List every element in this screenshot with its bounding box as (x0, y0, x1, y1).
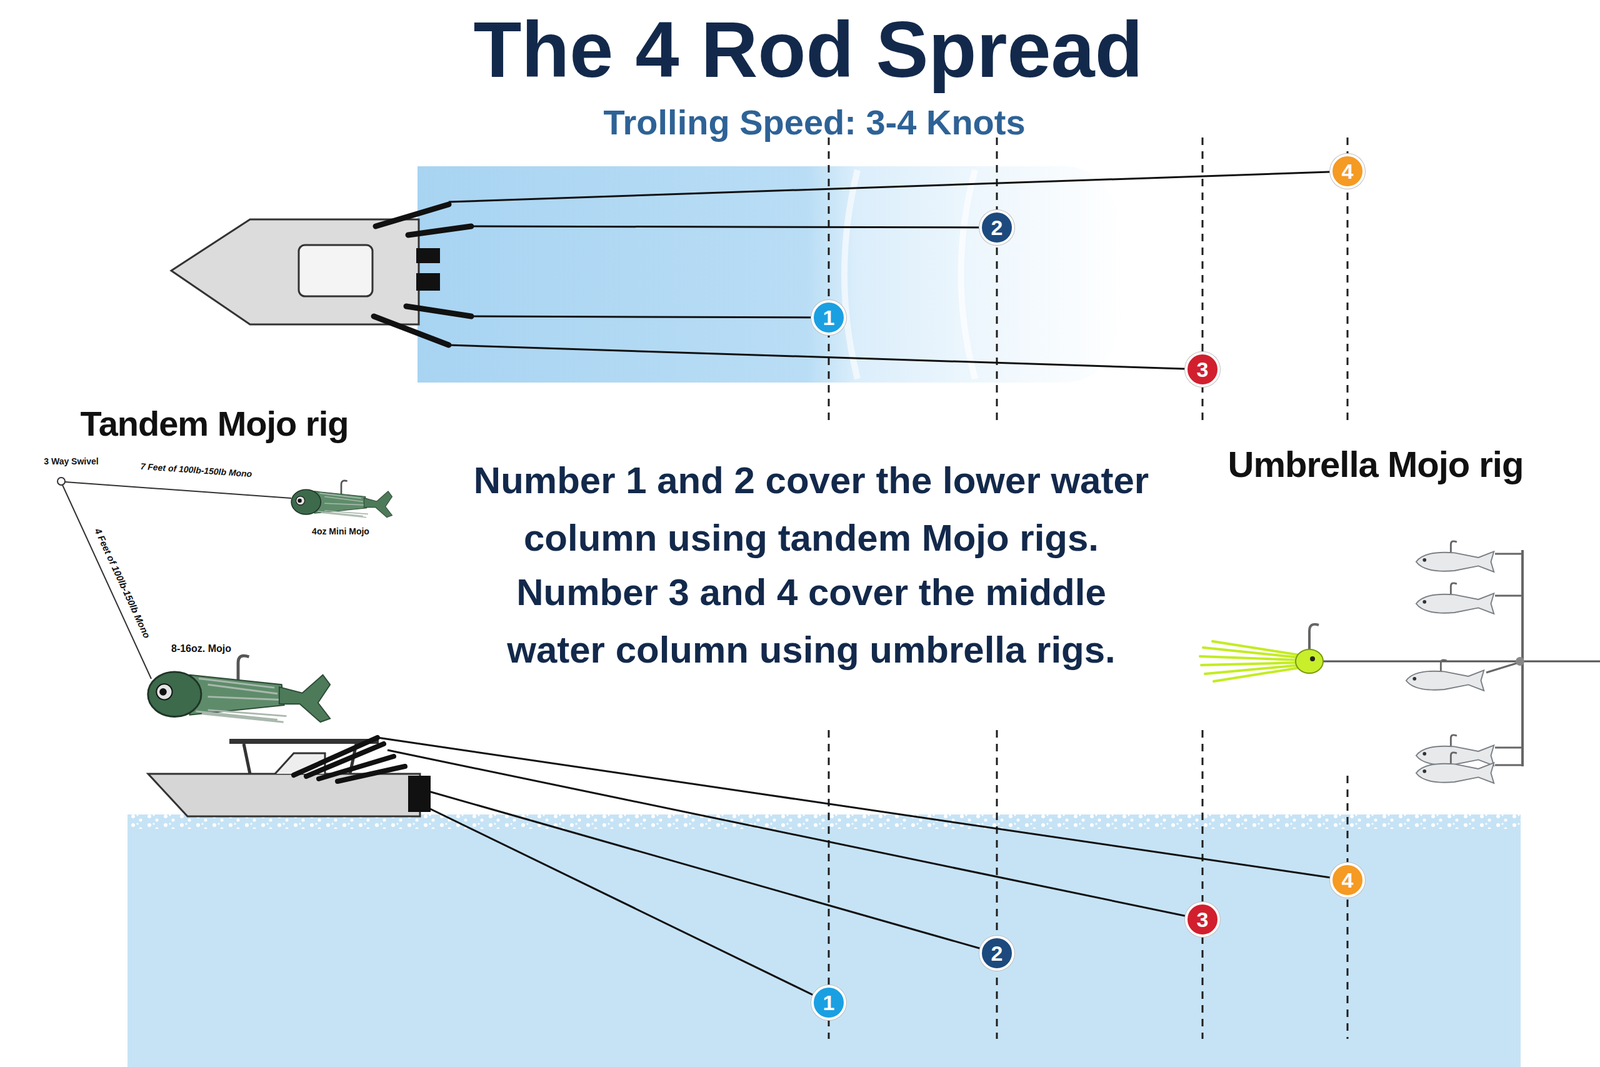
rig-heading: Tandem Mojo rig (80, 403, 349, 444)
callout-text: 3 (1196, 358, 1209, 380)
dimension-label: 7 Feet of 100lb-150lb Mono (140, 461, 253, 480)
callout-number: 2 (979, 935, 1015, 971)
subtitle: Trolling Speed: 3-4 Knots (603, 102, 1025, 143)
note-text: Number 3 and 4 cover the middle water co… (486, 563, 1137, 679)
callout-number: 4 (1330, 153, 1365, 189)
part-label: 8-16oz. Mojo (171, 643, 232, 655)
callout-text: 4 (1341, 160, 1354, 182)
note-text: Number 1 and 2 cover the lower water col… (451, 451, 1171, 567)
diagram-title: The 4 Rod Spread (473, 10, 1143, 90)
callout-text: 2 (991, 216, 1004, 239)
rig-heading: Umbrella Mojo rig (1228, 443, 1524, 486)
dimension-label: 4 Feet of 100lb-150lb Mono (92, 526, 153, 640)
callout-text: 1 (823, 306, 835, 329)
callout-number: 1 (811, 985, 847, 1020)
callout-number: 4 (1330, 862, 1365, 898)
callout-text: 1 (823, 991, 835, 1014)
callout-text: 4 (1341, 869, 1354, 891)
callout-text: 3 (1196, 908, 1209, 930)
callout-number: 1 (811, 300, 847, 335)
callout-text: 2 (991, 942, 1004, 964)
part-label: 3 Way Swivel (43, 456, 99, 467)
callout-number: 3 (1185, 351, 1220, 387)
callout-number: 2 (979, 210, 1015, 245)
callout-number: 3 (1185, 901, 1220, 937)
part-label: 4oz Mini Mojo (311, 526, 370, 537)
